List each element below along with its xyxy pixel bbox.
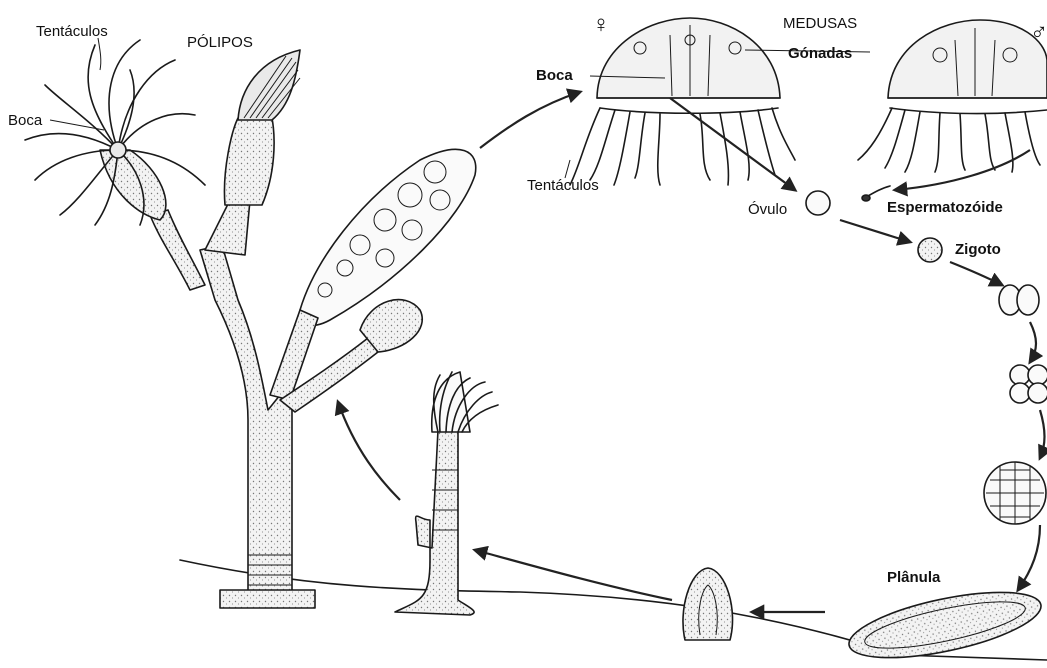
two-cell-stage <box>999 285 1039 315</box>
ovulo-cell <box>806 191 830 215</box>
label-boca-medusa: Boca <box>536 67 573 84</box>
label-tentaculos-medusa: Tentáculos <box>527 177 599 194</box>
male-medusa <box>858 20 1047 172</box>
label-planula: Plânula <box>887 569 941 586</box>
female-medusa <box>570 18 795 185</box>
label-ovulo: Óvulo <box>748 201 787 218</box>
label-gonadas: Gónadas <box>788 45 852 62</box>
settling-larva <box>683 568 733 640</box>
label-boca-polyp: Boca <box>8 112 43 129</box>
morula-stage <box>984 462 1046 524</box>
planula-larva <box>844 579 1047 663</box>
espermatozoide-cell <box>868 186 890 196</box>
female-symbol: ♀ <box>592 11 610 38</box>
young-polyp <box>395 372 498 615</box>
four-cell-stage <box>1010 365 1047 403</box>
label-espermatozoide: Espermatozóide <box>887 199 1003 216</box>
label-tentaculos-polyp: Tentáculos <box>36 23 108 40</box>
polyp-colony <box>25 40 476 608</box>
zigoto-cell <box>918 238 942 262</box>
label-zigoto: Zigoto <box>955 241 1001 258</box>
label-medusas: MEDUSAS <box>783 15 857 32</box>
male-symbol: ♂ <box>1030 19 1047 46</box>
label-polipos: PÓLIPOS <box>187 34 253 51</box>
